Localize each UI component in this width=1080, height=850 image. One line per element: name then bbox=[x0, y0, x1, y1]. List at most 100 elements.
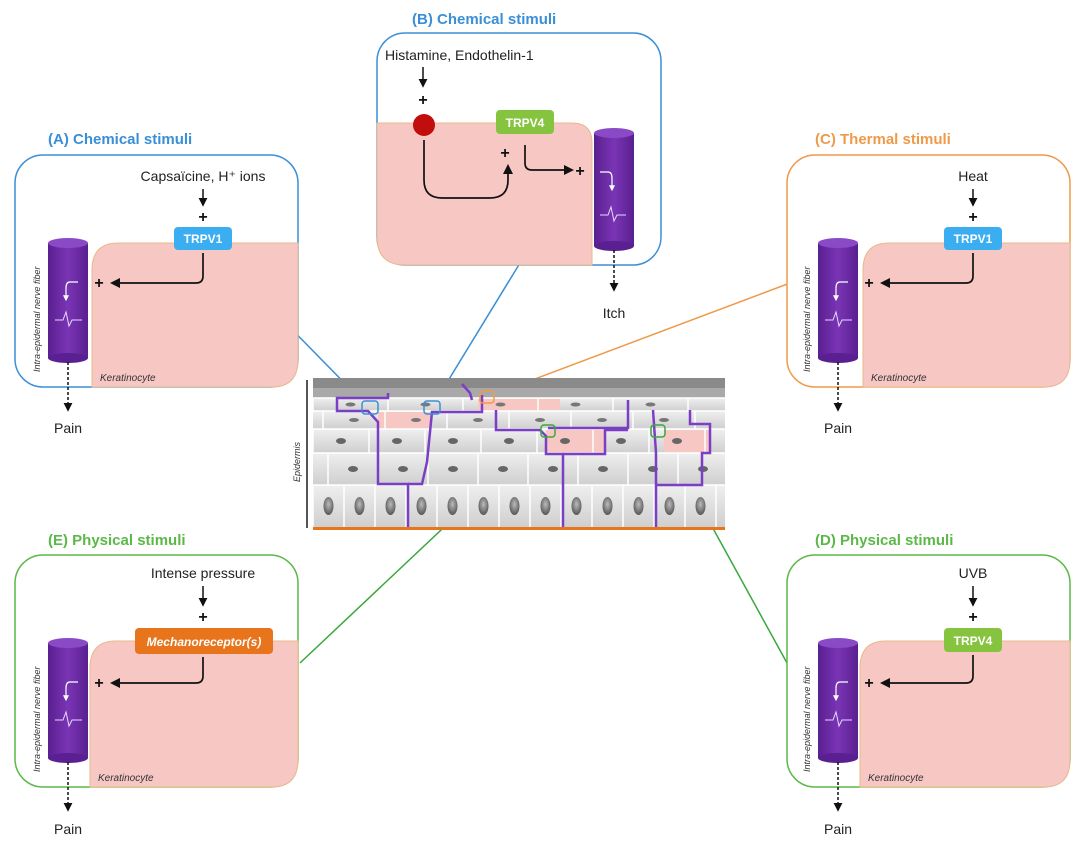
cell-nucleus bbox=[560, 438, 570, 444]
nerve-fiber bbox=[594, 128, 634, 251]
highlight-c bbox=[479, 390, 495, 404]
panel-a-title: (A) Chemical stimuli bbox=[48, 131, 192, 148]
nerve-fiber-label: Intra-epidermal nerve fiber bbox=[32, 665, 42, 772]
stimulus-label: Capsaïcine, H⁺ ions bbox=[141, 168, 266, 184]
nerve-fiber bbox=[818, 238, 858, 363]
panel-b-title: (B) Chemical stimuli bbox=[412, 11, 556, 28]
outcome-pain: Pain bbox=[54, 420, 82, 436]
stimulus-label: Histamine, Endothelin-1 bbox=[385, 47, 534, 63]
keratinocyte-cell bbox=[91, 242, 299, 388]
cell-nucleus bbox=[398, 466, 408, 472]
outcome-pain: Pain bbox=[824, 420, 852, 436]
cell-nucleus bbox=[695, 497, 706, 515]
signal-arrow bbox=[879, 655, 974, 689]
plus-sign: + bbox=[500, 145, 509, 162]
nerve-fiber bbox=[818, 638, 858, 763]
keratinocyte-label: Keratinocyte bbox=[868, 773, 924, 784]
receptor-label: Mechanoreceptor(s) bbox=[147, 635, 262, 649]
panel-e-title: (E) Physical stimuli bbox=[48, 532, 186, 549]
keratinocyte-cell bbox=[89, 640, 299, 788]
cell-nucleus bbox=[509, 497, 520, 515]
keratinocyte-label: Keratinocyte bbox=[871, 373, 927, 384]
receptor-trpv4 bbox=[496, 110, 554, 134]
panel-d-title: (D) Physical stimuli bbox=[815, 532, 953, 549]
plus-sign: + bbox=[198, 609, 207, 626]
panel-e: (E) Physical stimuli Keratinocyte Intens… bbox=[14, 532, 299, 837]
stratum-corneum bbox=[313, 378, 725, 388]
receptor-label: TRPV1 bbox=[184, 232, 223, 246]
plus-sign: + bbox=[418, 92, 427, 109]
plus-sign: + bbox=[968, 209, 977, 226]
nerve-fiber-label: Intra-epidermal nerve fiber bbox=[32, 265, 42, 372]
keratinocyte-cell bbox=[859, 640, 1071, 788]
cell-nucleus bbox=[448, 466, 458, 472]
nerve-fiber bbox=[48, 638, 88, 763]
receptor-label: TRPV1 bbox=[954, 232, 993, 246]
keratinocyte-label: Keratinocyte bbox=[98, 773, 154, 784]
cell-nucleus bbox=[616, 438, 626, 444]
keratinocyte-cell bbox=[376, 122, 593, 266]
keratinocyte-cell bbox=[862, 242, 1071, 388]
cell-nucleus bbox=[354, 497, 365, 515]
stimulus-label: Intense pressure bbox=[151, 565, 255, 581]
nerve-fiber-label: Intra-epidermal nerve fiber bbox=[802, 665, 812, 772]
keratinocyte-label: Keratinocyte bbox=[100, 373, 156, 384]
cell-nucleus bbox=[535, 418, 545, 422]
cell-nucleus bbox=[548, 466, 558, 472]
cell-nucleus bbox=[336, 438, 346, 444]
panel-d: (D) Physical stimuli Keratinocyte UVB + … bbox=[786, 532, 1071, 837]
cell-nucleus bbox=[411, 418, 421, 422]
receptor-trpv1 bbox=[174, 227, 232, 250]
cell-nucleus bbox=[504, 438, 514, 444]
cell-row bbox=[313, 429, 725, 453]
cell-nucleus bbox=[323, 497, 334, 515]
cell-nucleus bbox=[597, 418, 607, 422]
signal-arrow bbox=[423, 140, 514, 199]
epidermis-tissue: Epidermis bbox=[292, 378, 725, 530]
cell-nucleus bbox=[633, 497, 644, 515]
cell-nucleus bbox=[348, 466, 358, 472]
receptor-label: TRPV4 bbox=[954, 634, 993, 648]
keratinocyte-highlight bbox=[546, 430, 604, 452]
highlight-a bbox=[361, 400, 379, 415]
basement-membrane bbox=[313, 527, 725, 530]
receptor-label: TRPV4 bbox=[506, 116, 545, 130]
plus-sign: + bbox=[198, 209, 207, 226]
cell-nucleus bbox=[571, 497, 582, 515]
outcome-pain: Pain bbox=[54, 821, 82, 837]
cell-nucleus bbox=[392, 438, 402, 444]
highlight-d bbox=[650, 424, 666, 438]
keratinocyte-highlight bbox=[664, 430, 710, 452]
keratinocyte-highlight bbox=[378, 412, 432, 428]
receptor-mechanoreceptor bbox=[135, 628, 273, 654]
connector-c bbox=[486, 279, 799, 398]
highlight-e bbox=[540, 424, 556, 438]
nerve-fiber-label: Intra-epidermal nerve fiber bbox=[802, 265, 812, 372]
receptor-trpv1 bbox=[944, 227, 1002, 250]
panel-c-title: (C) Thermal stimuli bbox=[815, 131, 951, 148]
plus-sign: + bbox=[968, 609, 977, 626]
cell-nucleus bbox=[420, 402, 431, 407]
plus-sign: + bbox=[94, 675, 103, 692]
cell-nucleus bbox=[645, 402, 656, 407]
cell-nucleus bbox=[540, 497, 551, 515]
histamine-receptor bbox=[413, 114, 435, 136]
cell-nucleus bbox=[385, 497, 396, 515]
stratum-corneum bbox=[313, 388, 725, 398]
cell-nucleus bbox=[448, 438, 458, 444]
panel-a: (A) Chemical stimuli Keratinocyte Capsaï… bbox=[14, 131, 299, 436]
panel-b: (B) Chemical stimuli Histamine, Endothel… bbox=[376, 11, 662, 321]
cell-nucleus bbox=[672, 438, 682, 444]
stimulus-label: UVB bbox=[959, 565, 988, 581]
cell-nucleus bbox=[598, 466, 608, 472]
cell-nucleus bbox=[473, 418, 483, 422]
panel-c: (C) Thermal stimuli Keratinocyte Heat + … bbox=[786, 131, 1071, 436]
nerve-fibers bbox=[335, 383, 712, 530]
signal-arrow bbox=[879, 253, 974, 289]
cell-nucleus bbox=[498, 466, 508, 472]
plus-sign: + bbox=[575, 163, 584, 180]
cell-nucleus bbox=[659, 418, 669, 422]
plus-sign: + bbox=[864, 675, 873, 692]
signal-arrow bbox=[109, 253, 204, 289]
